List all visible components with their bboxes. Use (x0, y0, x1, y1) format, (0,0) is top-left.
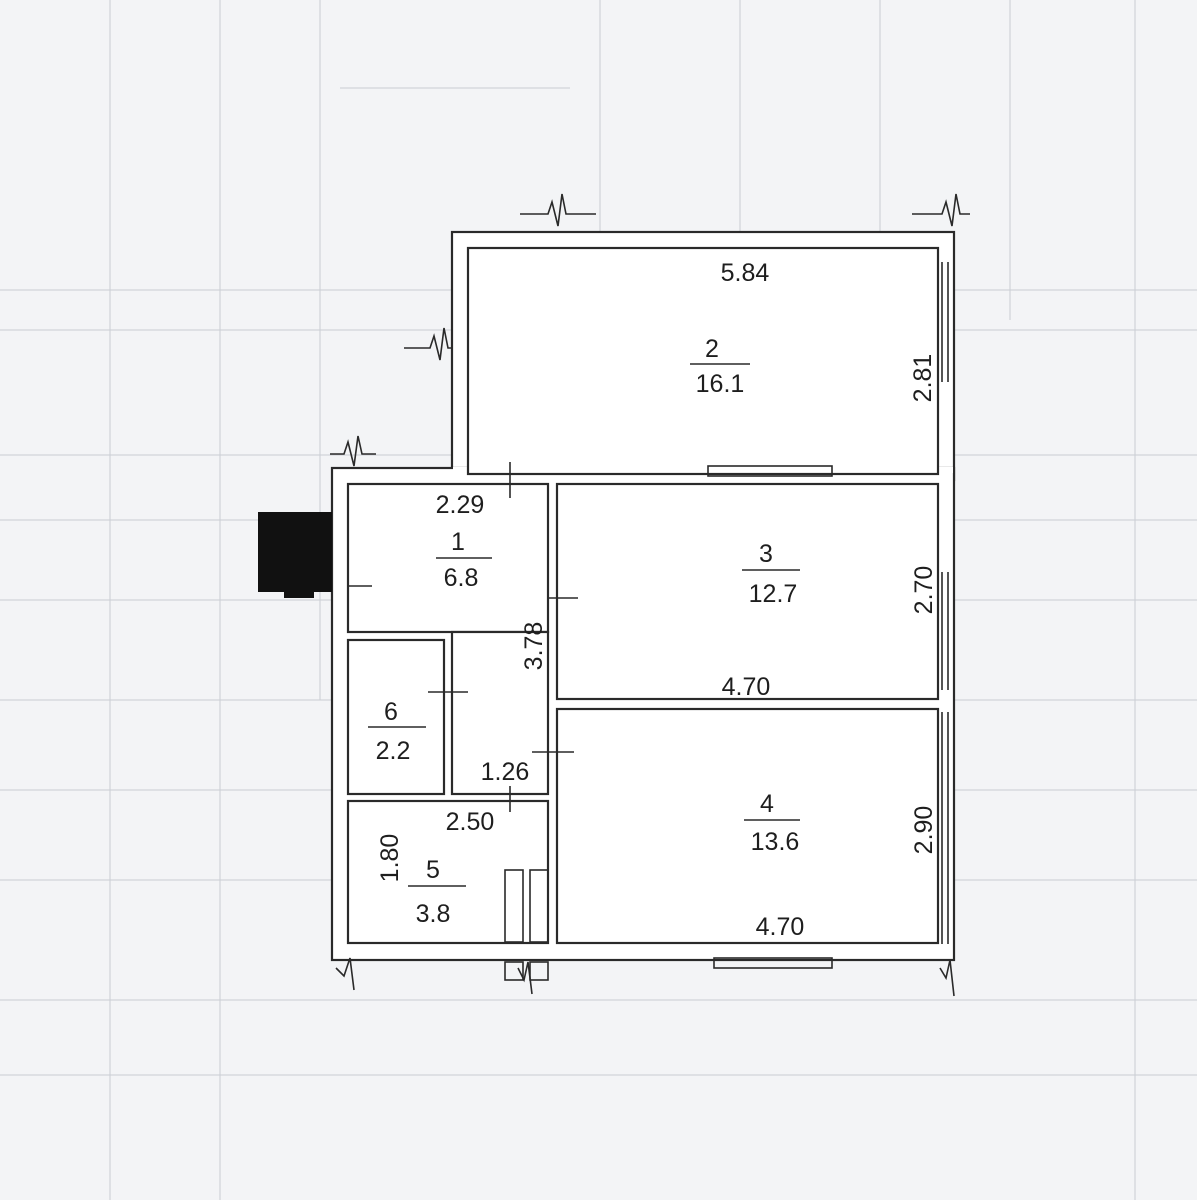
room-5-area: 3.8 (416, 900, 451, 928)
dim-room4-height: 2.90 (910, 806, 938, 855)
room-2-number: 2 (705, 335, 719, 363)
room-1-number: 1 (451, 528, 465, 556)
dim-room5-width: 2.50 (446, 808, 495, 836)
black-stamp-mark (258, 512, 332, 598)
room-4-area: 13.6 (751, 828, 800, 856)
room-6-area: 2.2 (376, 737, 411, 765)
room-4-number: 4 (760, 790, 774, 818)
dim-room3-width: 4.70 (722, 673, 771, 701)
dim-room3-height: 2.70 (910, 566, 938, 615)
corridor-outline (450, 630, 550, 796)
ventilation-shafts (504, 869, 549, 981)
room-1-area: 6.8 (444, 564, 479, 592)
room-6-outline (346, 638, 446, 796)
dim-room4-width: 4.70 (756, 913, 805, 941)
room-5-number: 5 (426, 856, 440, 884)
room-2-area: 16.1 (696, 370, 745, 398)
room-3-number: 3 (759, 540, 773, 568)
room-6-number: 6 (384, 698, 398, 726)
dim-corridor-width: 1.26 (481, 758, 530, 786)
dim-room2-width: 5.84 (721, 259, 770, 287)
break-lines (330, 193, 970, 997)
windows (707, 262, 949, 969)
dim-room1-width: 2.29 (436, 491, 485, 519)
room-4-outline (555, 707, 940, 945)
dim-room5-height: 1.80 (376, 834, 404, 883)
dim-room1-height: 3.78 (520, 622, 548, 671)
room-5-outline (346, 799, 550, 945)
room-3-area: 12.7 (749, 580, 798, 608)
room-3-outline (555, 482, 940, 701)
room-2-outline (466, 246, 940, 476)
dim-room2-height: 2.81 (909, 354, 937, 403)
door-marks (348, 462, 578, 812)
